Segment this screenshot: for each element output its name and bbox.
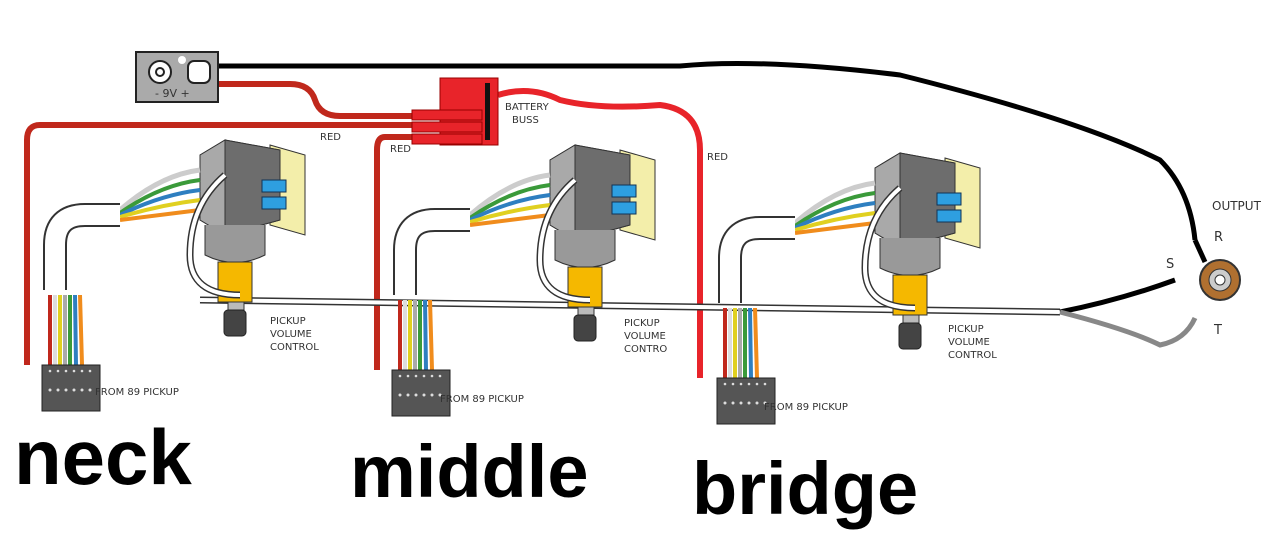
red-wire-middle bbox=[374, 134, 412, 370]
battery-label: - 9V + bbox=[155, 87, 190, 100]
red-label: RED bbox=[390, 144, 411, 155]
svg-text:CONTROL: CONTROL bbox=[948, 350, 997, 361]
red-wire-bridge bbox=[497, 88, 703, 378]
neck-volume-pot[interactable] bbox=[42, 140, 305, 411]
bridge-volume-pot[interactable] bbox=[717, 153, 980, 424]
ground-wire bbox=[218, 60, 1198, 241]
pickup-name: middle bbox=[350, 430, 588, 513]
battery-connector: - 9V + bbox=[135, 51, 219, 103]
pickup-name: bridge bbox=[692, 447, 918, 530]
red-label: RED bbox=[320, 132, 341, 143]
svg-text:VOLUME: VOLUME bbox=[948, 337, 990, 348]
connector-label: FROM 89 PICKUP bbox=[764, 402, 848, 413]
svg-text:CONTRO: CONTRO bbox=[624, 344, 667, 355]
tip-label: T bbox=[1213, 323, 1222, 338]
svg-text:PICKUP: PICKUP bbox=[624, 318, 660, 329]
output-label: OUTPUT bbox=[1212, 199, 1262, 213]
red-label: RED bbox=[707, 152, 728, 163]
svg-text:PICKUP: PICKUP bbox=[948, 324, 984, 335]
sleeve-label: S bbox=[1166, 257, 1174, 272]
red-wire-battery bbox=[218, 81, 412, 119]
svg-text:VOLUME: VOLUME bbox=[270, 329, 312, 340]
svg-text:VOLUME: VOLUME bbox=[624, 331, 666, 342]
ring-label: R bbox=[1214, 230, 1223, 245]
connector-label: FROM 89 PICKUP bbox=[95, 387, 179, 398]
svg-text:PICKUP: PICKUP bbox=[270, 316, 306, 327]
red-wire-neck bbox=[24, 122, 412, 365]
battery-buss: BATTERY BUSS bbox=[411, 77, 550, 146]
output-jack[interactable]: OUTPUT R S T bbox=[1059, 199, 1262, 348]
battery-buss-label: BUSS bbox=[512, 115, 539, 126]
bridge-labels: PICKUP VOLUME CONTROL FROM 89 PICKUP bri… bbox=[692, 324, 997, 530]
svg-text:CONTROL: CONTROL bbox=[270, 342, 319, 353]
neck-labels: PICKUP VOLUME CONTROL FROM 89 PICKUP nec… bbox=[14, 316, 319, 501]
pickup-name: neck bbox=[14, 413, 192, 501]
battery-buss-label: BATTERY bbox=[505, 102, 550, 113]
middle-labels: PICKUP VOLUME CONTRO FROM 89 PICKUP midd… bbox=[350, 318, 667, 513]
middle-volume-pot[interactable] bbox=[392, 145, 655, 416]
connector-label: FROM 89 PICKUP bbox=[440, 394, 524, 405]
